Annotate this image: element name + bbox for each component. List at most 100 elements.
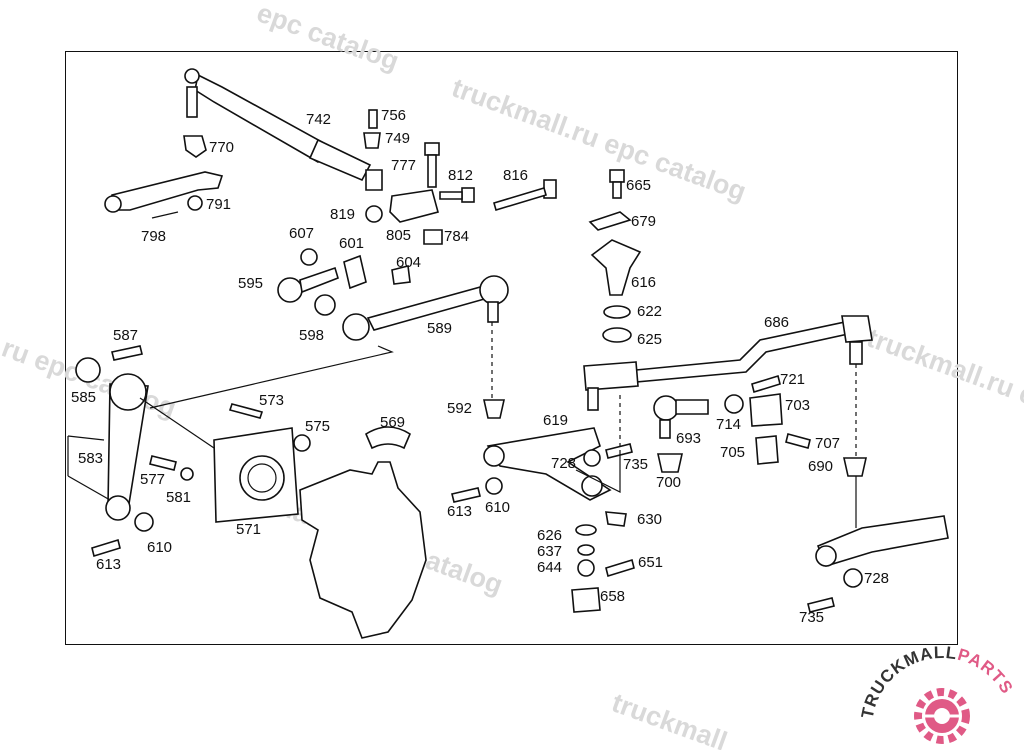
- part-714-nut: [724, 394, 744, 414]
- part-label: 705: [720, 444, 745, 461]
- part-749: [363, 132, 381, 149]
- part-label: 693: [676, 430, 701, 447]
- part-735-pin: [605, 443, 633, 459]
- part-573-bolt: [228, 403, 264, 419]
- part-label: 581: [166, 489, 191, 506]
- watermark-fragment: truckmall: [608, 687, 731, 750]
- part-613-pin-left: [91, 538, 121, 558]
- part-777-bolt: [424, 142, 440, 188]
- part-592: [483, 399, 505, 419]
- part-665-bolt: [609, 169, 625, 199]
- part-label: 598: [299, 327, 324, 344]
- part-575-nut: [293, 434, 311, 452]
- part-label: 707: [815, 435, 840, 452]
- part-label: 589: [427, 320, 452, 337]
- part-589-drag-link: [342, 275, 509, 341]
- part-616-arm: [590, 239, 642, 296]
- part-label: 728: [551, 455, 576, 472]
- part-label: 805: [386, 227, 411, 244]
- part-601-clamp: [343, 254, 367, 290]
- leader-lines: [67, 322, 857, 528]
- part-label: 651: [638, 554, 663, 571]
- part-label: 613: [96, 556, 121, 573]
- part-label: 756: [381, 107, 406, 124]
- part-610-nut-left: [134, 512, 154, 532]
- part-label: 583: [78, 450, 103, 467]
- part-label: 679: [631, 213, 656, 230]
- part-607-nut: [300, 248, 318, 266]
- part-label: 686: [764, 314, 789, 331]
- part-707-bolt: [785, 433, 811, 449]
- part-label: 819: [330, 206, 355, 223]
- part-label: 604: [396, 254, 421, 271]
- part-587-pin: [111, 345, 143, 361]
- part-label: 735: [623, 456, 648, 473]
- part-644-nut: [577, 559, 595, 577]
- watermark-fragment: truckmall.ru epc catalog: [448, 72, 750, 206]
- part-label: 742: [306, 111, 331, 128]
- part-label: 622: [637, 303, 662, 320]
- part-705-clamp: [755, 435, 779, 465]
- part-label: 777: [391, 157, 416, 174]
- part-label: 616: [631, 274, 656, 291]
- part-label: 630: [637, 511, 662, 528]
- part-label: 644: [537, 559, 562, 576]
- part-770: [183, 135, 207, 158]
- part-679-plate: [588, 211, 632, 231]
- part-label: 700: [656, 474, 681, 491]
- part-581-washer: [180, 467, 194, 481]
- part-626-washer: [575, 524, 597, 536]
- gear-icon: [914, 688, 970, 744]
- part-label: 658: [600, 588, 625, 605]
- part-728-nut: [583, 449, 601, 467]
- part-label: 703: [785, 397, 810, 414]
- part-label: 592: [447, 400, 472, 417]
- part-label: 625: [637, 331, 662, 348]
- part-label: 610: [485, 499, 510, 516]
- part-label: 690: [808, 458, 833, 475]
- part-703-clamp: [749, 393, 783, 427]
- part-label: 626: [537, 527, 562, 544]
- watermark-fragment: truckmall.ru e: [863, 322, 1024, 411]
- part-right-lever: [815, 515, 949, 567]
- part-label: 816: [503, 167, 528, 184]
- part-613-pin: [451, 487, 481, 503]
- part-label: 665: [626, 177, 651, 194]
- part-label: 573: [259, 392, 284, 409]
- part-label: 735: [799, 609, 824, 626]
- part-label: 601: [339, 235, 364, 252]
- part-label: 569: [380, 414, 405, 431]
- part-805-bracket: [389, 189, 439, 223]
- part-569-seal: [364, 426, 412, 450]
- part-604-bolt: [391, 265, 411, 285]
- part-571-cover: [213, 427, 299, 523]
- part-585-nut: [75, 357, 101, 383]
- part-label: 575: [305, 418, 330, 435]
- part-label: 637: [537, 543, 562, 560]
- part-728-nut-right: [843, 568, 863, 588]
- part-622-washer: [603, 305, 631, 319]
- part-label: 812: [448, 167, 473, 184]
- part-label: 587: [113, 327, 138, 344]
- part-816-bolt: [493, 179, 557, 211]
- diagram-frame: [65, 51, 958, 645]
- part-637-washer: [577, 544, 595, 556]
- part-756: [368, 109, 378, 129]
- part-700: [657, 453, 683, 473]
- part-583-pitman-arm: [105, 373, 149, 521]
- part-651-pin: [605, 558, 635, 578]
- part-812-bolt: [439, 187, 475, 203]
- part-sleeve: [365, 169, 383, 191]
- part-label: 607: [289, 225, 314, 242]
- part-label: 571: [236, 521, 261, 538]
- part-693-ball-joint: [653, 395, 709, 439]
- part-721-pin: [751, 374, 781, 394]
- part-686-tie-rod: [583, 315, 873, 411]
- truckmall-parts-logo: TRUCKMALLPARTS: [858, 643, 1016, 744]
- part-label: 595: [238, 275, 263, 292]
- part-791-lever: [104, 171, 224, 219]
- part-784: [423, 229, 443, 245]
- part-steering-gear: [299, 461, 427, 639]
